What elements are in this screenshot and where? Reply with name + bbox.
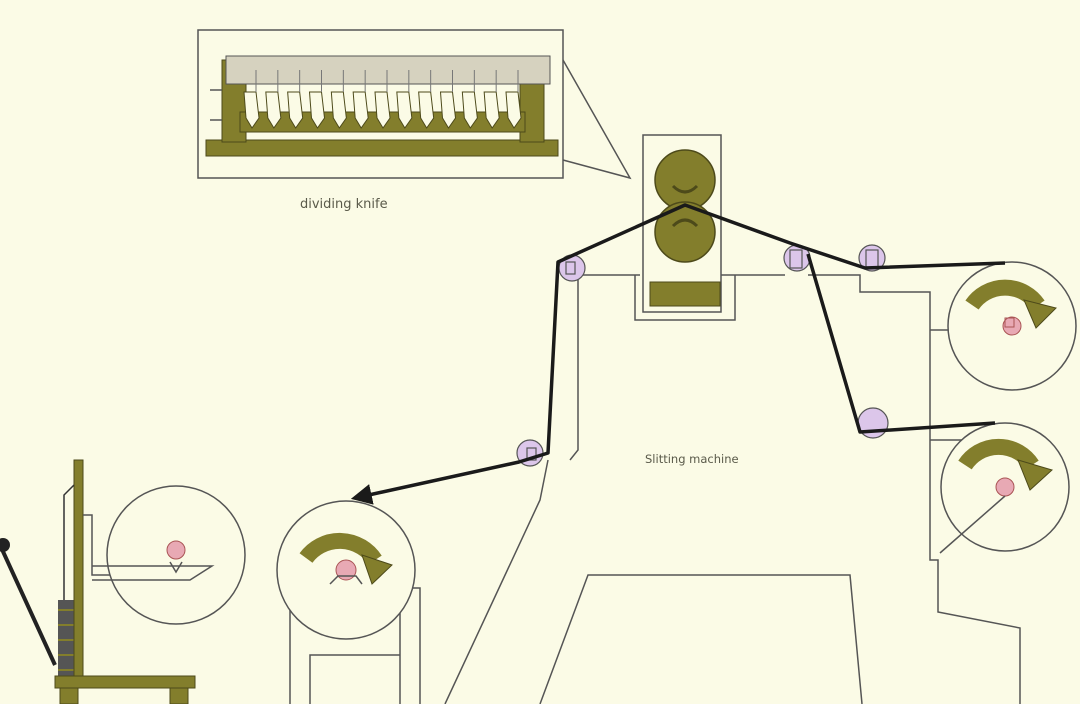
- dividing-knife-inset: [197, 29, 632, 180]
- web-path: [350, 203, 1006, 505]
- knife-blade: [330, 91, 347, 129]
- knife-blade: [439, 91, 457, 129]
- knife-blade: [505, 91, 522, 129]
- knife-blade: [287, 91, 304, 129]
- knife-blade: [308, 91, 326, 129]
- slitting-roller-head: [642, 134, 722, 313]
- knife-blade: [396, 91, 413, 129]
- knife-blade: [374, 91, 391, 129]
- knife-blade: [483, 91, 500, 129]
- knife-blade: [352, 91, 369, 129]
- unwind-stand: [0, 459, 210, 704]
- dividing-knife-label: dividing knife: [300, 197, 388, 212]
- knife-blade-row: [243, 70, 522, 129]
- knife-blade: [243, 91, 260, 129]
- unwind-roll: [276, 500, 416, 640]
- slitting-machine-label: Slitting machine: [645, 452, 739, 466]
- knife-blade: [265, 91, 282, 129]
- rewind-roll-lower: [939, 422, 1070, 554]
- knife-blade: [461, 91, 478, 129]
- rewind-roll-upper: [947, 261, 1077, 391]
- knife-blade: [418, 91, 435, 129]
- spare-reel: [92, 485, 246, 625]
